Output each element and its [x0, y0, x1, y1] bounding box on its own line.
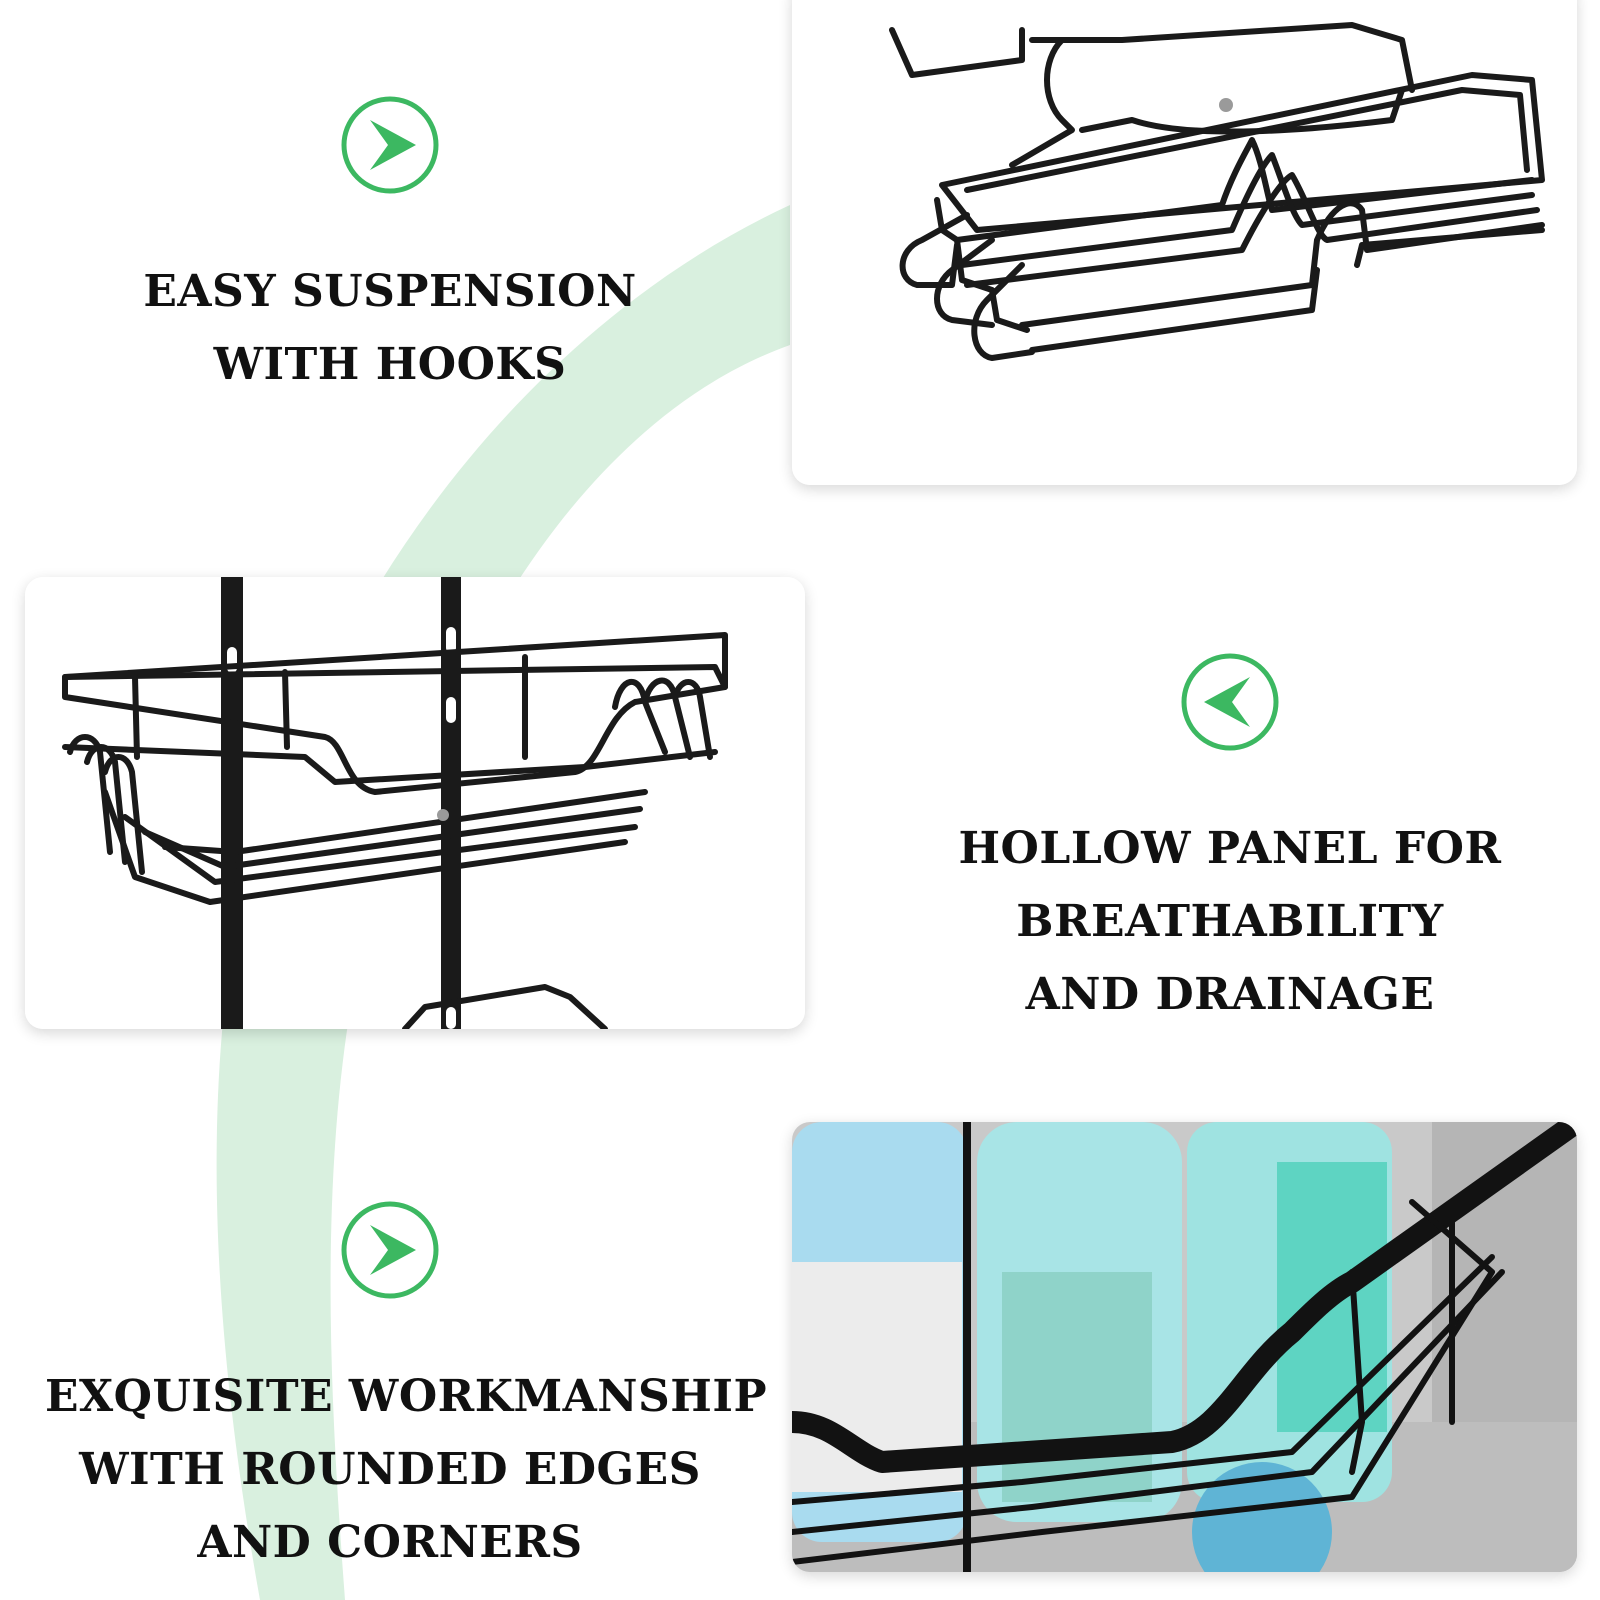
feature-hollow-panel: HOLLOW PANEL FOR BREATHABILITY AND DRAIN…	[910, 652, 1550, 1031]
feature-title-line: HOLLOW PANEL FOR	[958, 823, 1502, 874]
feature-title-line: BREATHABILITY	[1016, 896, 1444, 947]
arrow-right-badge-icon	[340, 95, 440, 195]
feature-title-line: AND CORNERS	[197, 1517, 583, 1568]
feature-title: EASY SUSPENSION WITH HOOKS	[130, 255, 650, 401]
feature-title: HOLLOW PANEL FOR BREATHABILITY AND DRAIN…	[910, 812, 1550, 1031]
feature-easy-suspension: EASY SUSPENSION WITH HOOKS	[130, 95, 650, 401]
feature-title-line: EXQUISITE WORKMANSHIP	[45, 1371, 768, 1422]
feature-title: EXQUISITE WORKMANSHIP WITH ROUNDED EDGES…	[45, 1360, 768, 1579]
bottles-in-basket-image	[792, 1122, 1577, 1572]
bottles-image-card	[792, 1122, 1577, 1572]
wire-basket-panel-image	[25, 577, 805, 1029]
feature-title-line: AND DRAINAGE	[1025, 969, 1435, 1020]
hook-basket-image-card	[792, 0, 1577, 485]
feature-exquisite-workmanship: EXQUISITE WORKMANSHIP WITH ROUNDED EDGES…	[45, 1200, 768, 1579]
wire-basket-image-card	[25, 577, 805, 1029]
feature-title-line: EASY SUSPENSION	[143, 266, 637, 317]
arrow-left-badge-icon	[1180, 652, 1280, 752]
hook-basket-closeup-image	[792, 0, 1577, 485]
feature-title-line: WITH ROUNDED EDGES	[79, 1444, 701, 1495]
arrow-right-badge-icon	[340, 1200, 440, 1300]
feature-title-line: WITH HOOKS	[213, 339, 567, 390]
